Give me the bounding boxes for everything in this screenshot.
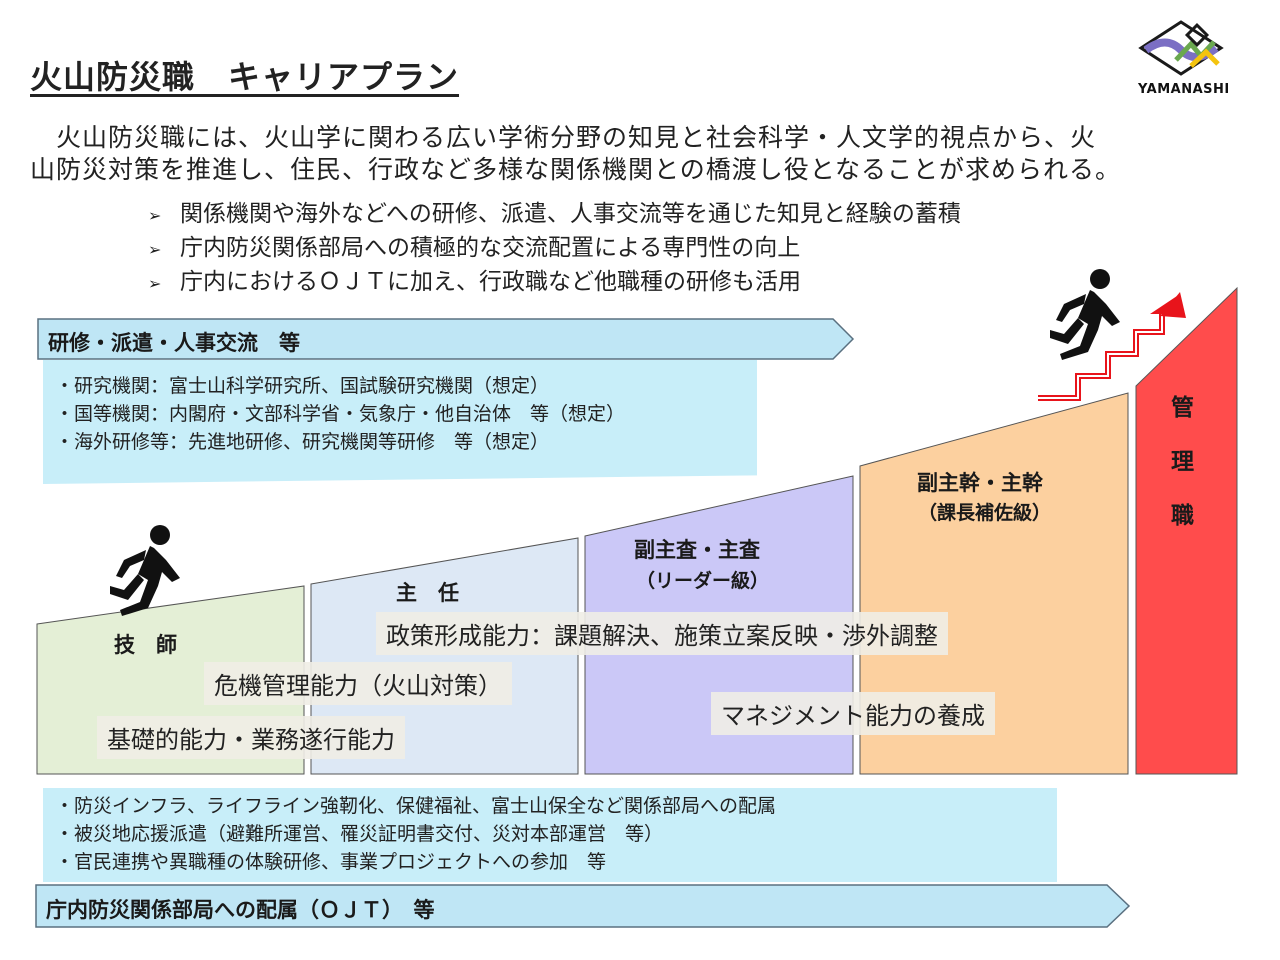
bullet-arrow-icon: ➢: [148, 240, 162, 259]
skill-crisis: 危機管理能力（火山対策）: [204, 662, 512, 705]
stage-kanri-char: 理: [1171, 449, 1194, 475]
intro-line-1: 火山防災職には、火山学に関わる広い学術分野の知見と社会科学・人文学的視点から、火: [30, 123, 1097, 152]
stage-kanri-char: 管: [1171, 395, 1194, 421]
bullet-text: 庁内防災関係部局への積極的な交流配置による専門性の向上: [180, 235, 801, 261]
stage-fukushukan-sub: （課長補佐級）: [918, 502, 1052, 524]
yamanashi-logo: YAMANASHI: [1136, 20, 1229, 100]
bottom-banner-arrow: [35, 884, 1131, 928]
bullet-text: 関係機関や海外などへの研修、派遣、人事交流等を通じた知見と経験の蓄積: [180, 201, 961, 227]
top-info-box: ・研究機関：富士山科学研究所、国試験研究機関（想定） ・国等機関：内閣府・文部科…: [43, 360, 757, 484]
info-item: ・研究機関：富士山科学研究所、国試験研究機関（想定）: [55, 375, 550, 397]
bullet-item: ➢ 関係機関や海外などへの研修、派遣、人事交流等を通じた知見と経験の蓄積: [148, 198, 961, 232]
info-item: ・海外研修等：先進地研修、研究機関等研修 等（想定）: [55, 431, 550, 453]
bullet-arrow-icon: ➢: [148, 274, 162, 293]
skill-management: マネジメント能力の養成: [711, 692, 995, 735]
intro-line-2: 山防災対策を推進し、住民、行政など多様な関係機関との橋渡し役となることが求められ…: [30, 155, 1122, 184]
bullet-list: ➢ 関係機関や海外などへの研修、派遣、人事交流等を通じた知見と経験の蓄積 ➢ 庁内防…: [148, 198, 961, 300]
runner-icon: [110, 525, 180, 616]
skill-policy: 政策形成能力：課題解決、施策立案反映・渉外調整: [376, 612, 948, 655]
bullet-item: ➢ 庁内におけるＯＪＴに加え、行政職など他職種の研修も活用: [148, 266, 961, 300]
bottom-info-box: ・防災インフラ、ライフライン強靭化、保健福祉、富士山保全など関係部局への配属 ・…: [43, 788, 1057, 882]
stage-fukushusa-label: 副主査・主査: [634, 538, 760, 562]
bullet-text: 庁内におけるＯＪＴに加え、行政職など他職種の研修も活用: [180, 269, 801, 295]
stage-gishi-label: 技 師: [114, 633, 177, 657]
info-item: ・国等機関：内閣府・文部科学省・気象庁・他自治体 等（想定）: [55, 403, 626, 425]
stairs-arrow-icon: [1038, 292, 1186, 401]
stage-kanri-char: 職: [1171, 503, 1194, 529]
info-item: ・防災インフラ、ライフライン強靭化、保健福祉、富士山保全など関係部局への配属: [55, 795, 777, 817]
runner-icon: [1050, 269, 1120, 360]
stage-fukushukan-label: 副主幹・主幹: [917, 471, 1043, 495]
stage-kanri-shape: [1135, 286, 1238, 775]
page-title: 火山防災職 キャリアプラン: [30, 58, 460, 96]
stage-fukushukan-shape: [859, 392, 1129, 775]
stage-shunin-label: 主 任: [396, 581, 459, 605]
stage-fukushusa-sub: （リーダー級）: [636, 570, 770, 592]
bottom-banner-label: 庁内防災関係部局への配属（ＯＪＴ） 等: [46, 898, 435, 922]
logo-text: YAMANASHI: [1138, 82, 1230, 97]
yamanashi-logo-icon: [1138, 20, 1224, 76]
bullet-arrow-icon: ➢: [148, 206, 162, 225]
info-item: ・被災地応援派遣（避難所運営、罹災証明書交付、災対本部運営 等）: [55, 823, 664, 845]
stage-shunin-shape: [310, 537, 579, 775]
top-banner-label: 研修・派遣・人事交流 等: [48, 331, 300, 355]
info-item: ・官民連携や異職種の体験研修、事業プロジェクトへの参加 等: [55, 851, 607, 873]
top-banner-arrow: [37, 318, 855, 360]
skill-basic: 基礎的能力・業務遂行能力: [97, 716, 405, 759]
bullet-item: ➢ 庁内防災関係部局への積極的な交流配置による専門性の向上: [148, 232, 961, 266]
